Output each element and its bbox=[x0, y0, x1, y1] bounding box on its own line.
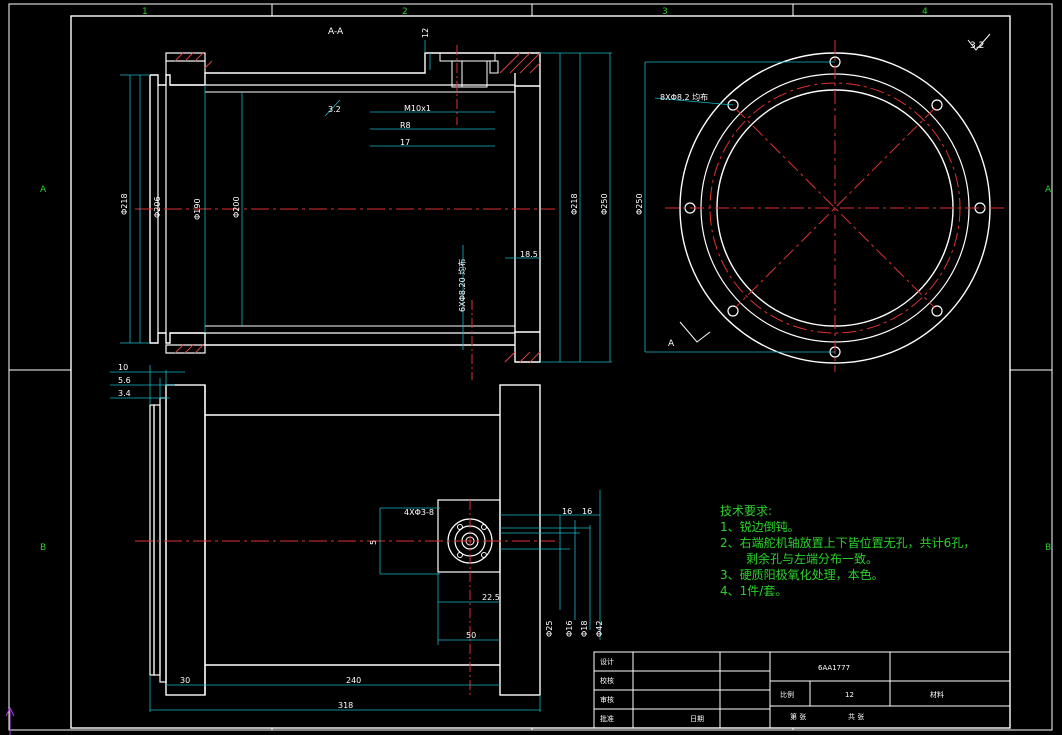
title-block bbox=[593, 651, 1011, 729]
tb-qty: 12 bbox=[845, 691, 854, 699]
ucs-icon bbox=[5, 706, 15, 735]
dim-phi-a: Φ206 bbox=[153, 196, 162, 218]
dim-phi2: Φ16 bbox=[565, 621, 574, 637]
dim-50: 50 bbox=[466, 631, 476, 640]
dim-phi-c: Φ200 bbox=[232, 196, 241, 218]
dim-holes-4: 4XΦ3-8 bbox=[404, 508, 434, 517]
dim-225: 22.5 bbox=[482, 593, 500, 602]
note-item: 剩余孔与左端分布一致。 bbox=[746, 552, 879, 566]
tb-label-a: 比例 bbox=[780, 690, 794, 699]
grid-top-3: 3 bbox=[662, 7, 668, 17]
dim-r8: R8 bbox=[400, 121, 411, 130]
dim-240: 240 bbox=[346, 676, 361, 685]
note-item: 2、右端舵机轴放置上下皆位置无孔，共计6孔， bbox=[720, 536, 976, 550]
dim-phi-d: Φ218 bbox=[570, 193, 579, 215]
dim-56: 5.6 bbox=[118, 376, 131, 385]
section-view: A-A bbox=[120, 27, 612, 380]
dim-17: 17 bbox=[400, 138, 410, 147]
dim-16b: 16 bbox=[582, 507, 592, 516]
tb-f2: 共 张 bbox=[848, 712, 864, 721]
grid-top-1: 1 bbox=[142, 7, 148, 17]
tb-row3: 审核 bbox=[600, 695, 614, 704]
end-view: 8XΦ8.2 均布 Φ250 A 3.2 bbox=[635, 33, 1005, 372]
dim-12: 12 bbox=[421, 28, 430, 38]
dim-phi-b: Φ190 bbox=[193, 198, 202, 220]
grid-right-b: B bbox=[1045, 543, 1051, 553]
tb-f3: 日期 bbox=[690, 715, 704, 723]
grid-top-4: 4 bbox=[922, 7, 928, 17]
grid-left-b: B bbox=[40, 543, 46, 553]
plan-view: 10 5.6 3.4 4XΦ3-8 5 16 16 22.5 50 30 240… bbox=[110, 363, 604, 712]
section-label: A-A bbox=[328, 27, 344, 37]
note-item: 3、硬质阳极氧化处理，本色。 bbox=[720, 568, 884, 582]
dim-318: 318 bbox=[338, 701, 353, 710]
dim-holes-8: 8XΦ8.2 均布 bbox=[660, 92, 708, 102]
grid-labels: 1 2 3 4 A B A B bbox=[40, 7, 1052, 553]
dim-holes-6: 6XΦ8.20 均布 bbox=[457, 259, 467, 312]
dim-16a: 16 bbox=[562, 507, 572, 516]
tb-row2: 校核 bbox=[600, 676, 614, 685]
roughness-main: 3.2 bbox=[328, 105, 341, 114]
dim-phi1: Φ25 bbox=[545, 621, 554, 637]
dim-phi-e: Φ250 bbox=[600, 193, 609, 215]
dim-185: 18.5 bbox=[520, 250, 538, 259]
grid-left-a: A bbox=[40, 185, 47, 195]
dim-thread: M10x1 bbox=[404, 104, 431, 113]
note-item: 1、锐边倒钝。 bbox=[720, 520, 800, 534]
dim-phi-outer: Φ218 bbox=[120, 193, 129, 215]
notes-title: 技术要求: bbox=[720, 504, 773, 518]
dim-phi4: Φ42 bbox=[595, 621, 604, 637]
dim-34: 3.4 bbox=[118, 389, 131, 398]
grid-right-a: A bbox=[1045, 185, 1052, 195]
technical-notes: 技术要求: 1、锐边倒钝。 2、右端舵机轴放置上下皆位置无孔，共计6孔， 剩余孔… bbox=[720, 503, 975, 599]
roughness-all: 3.2 bbox=[970, 41, 984, 51]
sheet-frame bbox=[8, 3, 1053, 731]
dim-5: 5 bbox=[369, 540, 378, 545]
grid-top-2: 2 bbox=[402, 7, 408, 17]
note-item: 4、1件/套。 bbox=[720, 584, 788, 598]
view-arrow-label: A bbox=[668, 339, 675, 349]
dim-phi-circle: Φ250 bbox=[635, 193, 644, 215]
dim-30: 30 bbox=[180, 676, 190, 685]
tb-part-no: 6AA1777 bbox=[818, 664, 850, 672]
tb-row1: 设计 bbox=[600, 657, 614, 666]
tb-f1: 第 张 bbox=[790, 712, 806, 721]
dim-10: 10 bbox=[118, 363, 128, 372]
dim-phi3: Φ18 bbox=[580, 621, 589, 637]
tb-row4: 批准 bbox=[600, 714, 614, 723]
tb-label-b: 材料 bbox=[930, 690, 944, 699]
